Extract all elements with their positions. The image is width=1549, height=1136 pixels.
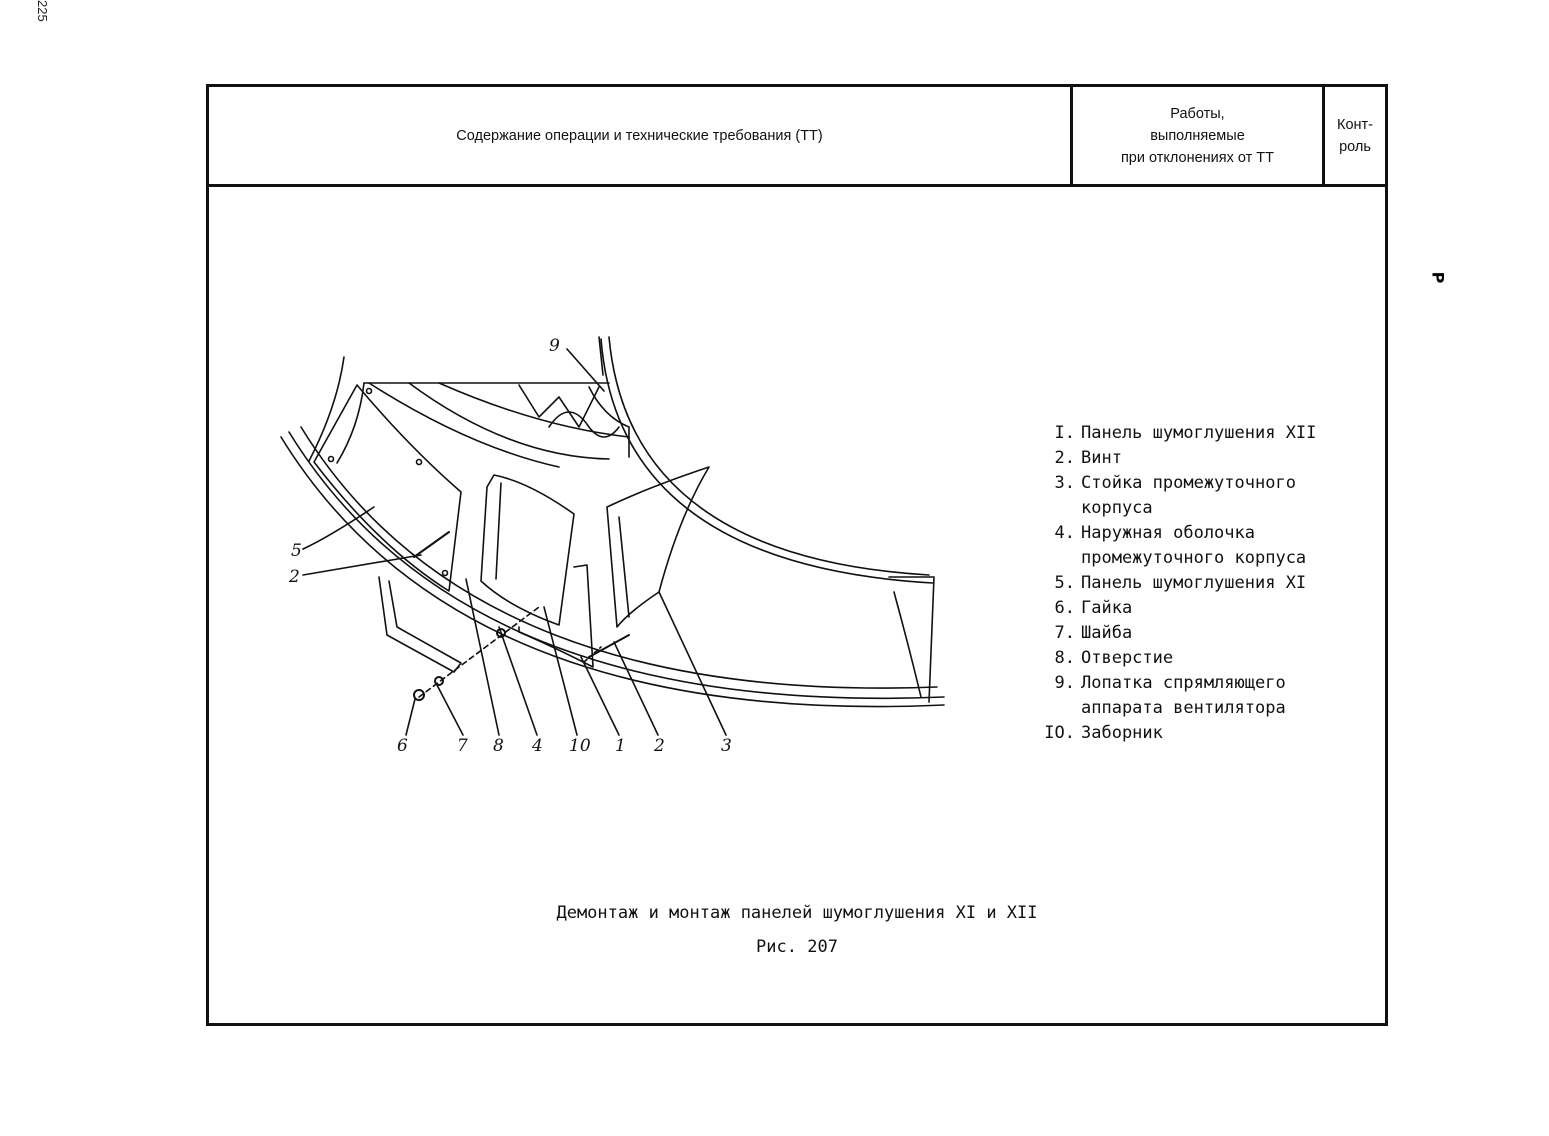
annulus-arc-3: [438, 382, 630, 438]
page-number: 225: [35, 0, 50, 22]
panel-xii: [518, 564, 594, 668]
leader-3: [658, 591, 727, 736]
leader-6: [405, 698, 416, 736]
deviation-works-header: Работы, выполняемые при отклонениях от Т…: [1073, 87, 1325, 184]
outer-casing-arc-3: [300, 426, 938, 689]
strut: [606, 466, 710, 628]
outer-casing-arc: [280, 436, 945, 708]
callout-5: 5: [291, 541, 302, 561]
callout-8: 8: [493, 736, 504, 756]
callout-7: 7: [457, 736, 468, 756]
leader-10: [543, 606, 578, 736]
screw: [413, 531, 450, 558]
leader-2b: [613, 641, 659, 736]
legend-item: 2.Винт: [1054, 448, 1122, 468]
callout-10: 10: [569, 736, 591, 756]
callout-6: 6: [397, 736, 408, 756]
hub-arc: [608, 336, 930, 576]
screw-2: [588, 634, 630, 658]
callout-2b: 2: [653, 736, 665, 756]
legend-item: 8.Отверстие: [1054, 648, 1174, 668]
leader-1: [580, 656, 620, 736]
legend-item: IO.Заборник: [1044, 723, 1163, 743]
vane-blade-3: [588, 386, 630, 458]
vane-blade-2: [548, 411, 620, 438]
hole: [415, 458, 423, 466]
callout-4: 4: [531, 736, 543, 756]
hole: [327, 455, 335, 463]
washer-2: [496, 628, 506, 638]
callout-1: 1: [615, 736, 626, 756]
callout-9: 9: [549, 336, 560, 356]
figure-number: Рис. 207: [756, 937, 838, 957]
legend-item: 7.Шайба: [1054, 623, 1133, 643]
bolt-dash-line-2: [583, 646, 602, 663]
legend-item: I.Панель шумоглушения XII: [1054, 423, 1317, 443]
leader-7: [436, 684, 464, 736]
hole: [365, 387, 373, 395]
leader-2a: [302, 554, 422, 576]
callout-3: 3: [721, 736, 732, 756]
hub-top: [598, 336, 604, 376]
end-flange: [888, 576, 935, 703]
vane-blade: [518, 384, 600, 428]
washer: [434, 676, 444, 686]
leader-8: [465, 578, 500, 736]
strut-edge: [618, 516, 630, 618]
callout-2a: 2: [288, 567, 300, 587]
legend-item: 6.Гайка: [1054, 598, 1133, 618]
nut: [413, 689, 425, 701]
parts-legend: I.Панель шумоглушения XII 2.Винт 3.Стойк…: [1035, 421, 1321, 746]
side-marker: Р: [1428, 271, 1448, 284]
annulus-arc: [368, 382, 560, 468]
legend-item: 4.Наружная оболочка промежуточного корпу…: [1054, 523, 1307, 568]
annulus-arc-2: [408, 382, 610, 460]
table-header: Содержание операции и технические требов…: [209, 87, 1385, 187]
legend-item: 3.Стойка промежуточного корпуса: [1054, 473, 1296, 518]
leader-9: [566, 348, 605, 392]
end-flange-2: [893, 591, 922, 698]
panel-xi: [313, 384, 462, 592]
top-left-edge: [308, 356, 345, 462]
document-frame: Содержание операции и технические требов…: [206, 84, 1388, 1026]
hole: [441, 569, 449, 577]
scoop-panel: [480, 474, 575, 626]
bolt-dash-line: [418, 606, 540, 698]
hub-arc-2: [600, 338, 934, 584]
scoop-inner: [495, 482, 502, 580]
leader-5: [302, 506, 375, 550]
legend-item: 5.Панель шумоглушения XI: [1054, 573, 1307, 593]
technical-drawing: 9 5 2 6 7 8 4 10 1 2 3: [280, 336, 945, 756]
legend-item: 9.Лопатка спрямляющего аппарата вентилят…: [1054, 673, 1286, 718]
control-header: Конт- роль: [1337, 116, 1373, 155]
operation-header: Содержание операции и технические требов…: [209, 87, 1073, 184]
figure-title: Демонтаж и монтаж панелей шумоглушения X…: [556, 903, 1038, 923]
leader-4: [498, 626, 538, 736]
